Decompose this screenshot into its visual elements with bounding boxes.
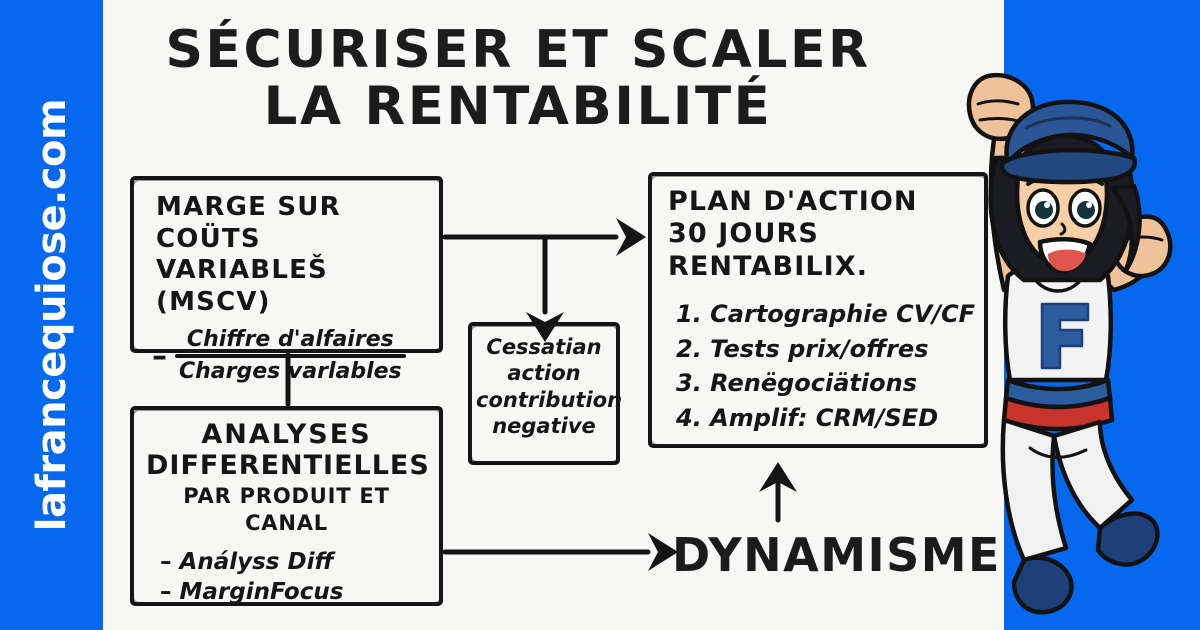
site-name-watermark: lafrancequiose.com: [28, 98, 75, 532]
mscv-formula: – Chiffre d'alfaires Charges varlables: [144, 327, 429, 385]
left-blue-sidebar: lafrancequiose.com: [0, 0, 103, 630]
mscv-title-line-2: VARIABLEŠ (MSCV): [156, 255, 328, 318]
mscv-title-line-1: MARGE SUR COÜTS: [156, 192, 341, 254]
title-line-2: LA RENTABILITÉ: [263, 76, 773, 138]
box-analyses-differentielles: ANALYSES DIFFERENTIELLES PAR PRODUIT ET …: [130, 406, 443, 606]
fraction-denominator: Charges varlables: [179, 358, 402, 384]
fraction: Chiffre d'alfaires Charges varlables: [175, 327, 406, 385]
cessation-line-4: negative: [492, 414, 596, 439]
cessation-line-2: action: [507, 361, 581, 386]
analyses-line-2: DIFFERENTIELLES: [146, 449, 430, 481]
plan-heading-2: 30 JOURS RENTABILIX.: [668, 218, 869, 282]
minus-sign: –: [152, 338, 167, 374]
cessation-line-1: Cessatian: [486, 335, 602, 359]
fraction-numerator: Chiffre d'alfaires: [186, 326, 394, 352]
box-plan-daction: PLAN D'ACTION 30 JOURS RENTABILIX. 1. Ca…: [648, 172, 988, 448]
analyses-bullet-list: Anályss Diff MarginFocus: [146, 547, 427, 608]
list-item: MarginFocus: [160, 577, 427, 607]
list-item: 3. Renëgociätions: [676, 369, 917, 398]
page-title: SÉCURISER ET SCALER LA RENTABILITÉ: [103, 20, 933, 138]
list-item: 1. Cartographie CV/CF: [676, 300, 976, 329]
list-item: 4. Amplif: CRM/SED: [676, 403, 939, 432]
list-item: Anályss Diff: [160, 547, 427, 577]
mscv-title: MARGE SUR COÜTS VARIABLEŠ (MSCV): [144, 192, 429, 319]
box-cessation-action-contribution-negative: Cessatian action contribution negative: [468, 322, 623, 465]
list-item: 2. Tests prix/offres: [676, 334, 929, 363]
plan-heading-1: PLAN D'ACTION: [668, 186, 918, 217]
title-line-1: SÉCURISER ET SCALER: [165, 20, 871, 80]
plan-numbered-list: 1. Cartographie CV/CF 2. Tests prix/offr…: [676, 297, 984, 435]
dynamisme-label: DYNAMISME: [672, 528, 1001, 582]
analyses-line-1: ANALYSES: [201, 419, 372, 450]
right-blue-panel: [1004, 0, 1200, 630]
analyses-line-3: PAR PRODUIT ET CANAL: [183, 483, 390, 535]
cessation-line-3: contribution: [476, 387, 623, 412]
box-marge-sur-couts-variables: MARGE SUR COÜTS VARIABLEŠ (MSCV) – Chiff…: [130, 176, 443, 384]
